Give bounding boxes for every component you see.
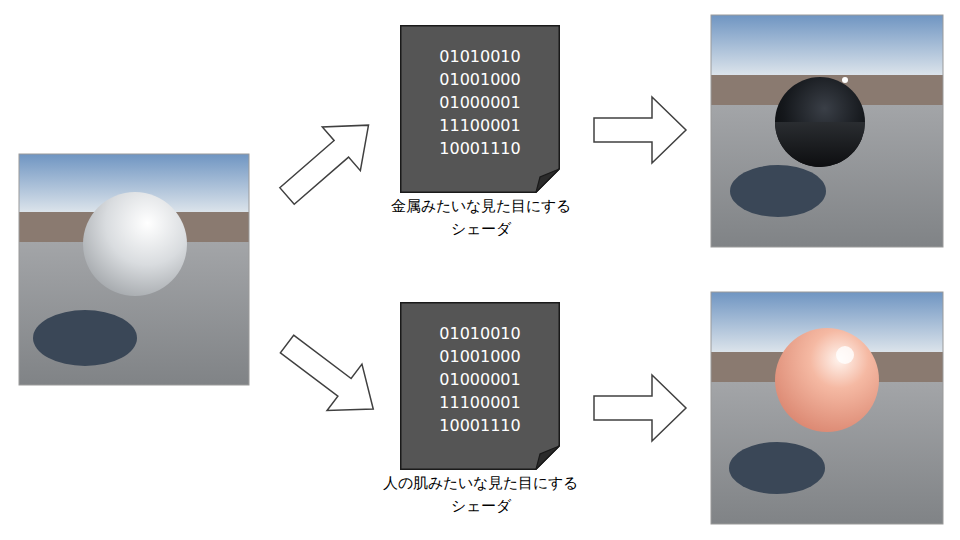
shader-document: 01010010 01001000 01000001 11100001 1000… [400, 25, 560, 193]
white-sphere-render [19, 154, 249, 385]
skin-sphere-render [711, 292, 943, 524]
binary-code: 01010010 01001000 01000001 11100001 1000… [438, 322, 522, 437]
shader-caption: 金属みたいな見た目にする シェーダ [373, 195, 588, 241]
shader-document: 01010010 01001000 01000001 11100001 1000… [400, 302, 560, 470]
binary-code: 01010010 01001000 01000001 11100001 1000… [438, 45, 522, 160]
shader-caption: 人の肌みたいな見た目にする シェーダ [373, 472, 588, 518]
metal-sphere-render [711, 15, 943, 247]
